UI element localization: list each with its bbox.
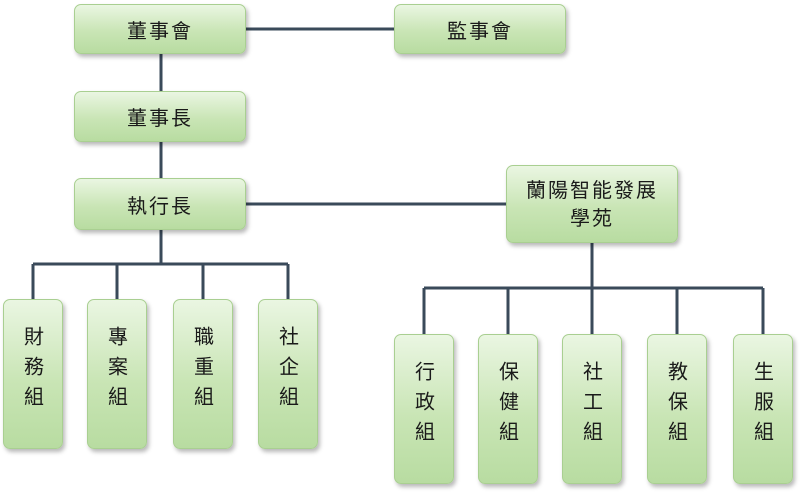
academy-group-health: 保健組 bbox=[478, 334, 538, 484]
supervisors-box: 監事會 bbox=[394, 4, 566, 54]
group-label: 行政組 bbox=[411, 361, 436, 451]
academy-box: 蘭陽智能發展學苑 bbox=[506, 165, 678, 243]
group-label: 生服組 bbox=[750, 361, 775, 451]
academy-group-social-work: 社工組 bbox=[562, 334, 622, 484]
board-label: 董事會 bbox=[127, 18, 193, 43]
ceo-box: 執行長 bbox=[74, 178, 246, 230]
group-label: 職重組 bbox=[190, 326, 215, 416]
ceo-group-social-enterprise: 社企組 bbox=[258, 299, 318, 449]
academy-group-education: 教保組 bbox=[647, 334, 707, 484]
academy-label: 蘭陽智能發展學苑 bbox=[526, 178, 658, 230]
ceo-label: 執行長 bbox=[127, 193, 193, 218]
ceo-group-vocational: 職重組 bbox=[173, 299, 233, 449]
group-label: 保健組 bbox=[495, 361, 520, 451]
supervisors-label: 監事會 bbox=[447, 18, 513, 43]
chairman-box: 董事長 bbox=[74, 91, 246, 142]
group-label: 教保組 bbox=[664, 361, 689, 451]
board-box: 董事會 bbox=[74, 4, 246, 54]
ceo-group-finance: 財務組 bbox=[3, 299, 63, 449]
group-label: 社工組 bbox=[579, 361, 604, 451]
ceo-group-project: 專案組 bbox=[87, 299, 147, 449]
chairman-label: 董事長 bbox=[127, 106, 193, 130]
academy-group-admin: 行政組 bbox=[394, 334, 454, 484]
group-label: 專案組 bbox=[104, 326, 129, 416]
academy-group-life-service: 生服組 bbox=[733, 334, 793, 484]
group-label: 財務組 bbox=[20, 326, 45, 416]
group-label: 社企組 bbox=[275, 326, 300, 416]
